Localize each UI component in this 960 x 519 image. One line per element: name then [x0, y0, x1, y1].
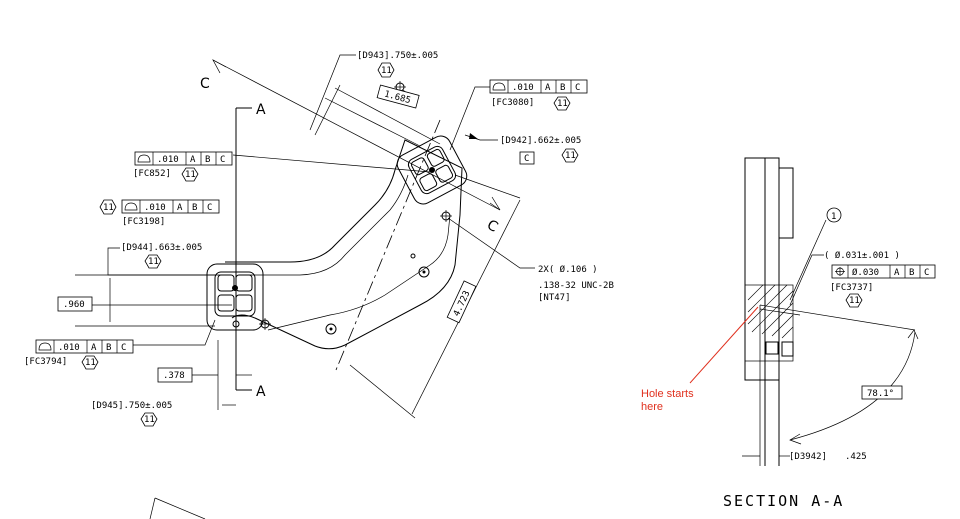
- section-title: SECTION A-A: [723, 492, 844, 510]
- dim-378: .378: [163, 371, 185, 381]
- datum-c-box: [519, 151, 535, 165]
- svg-text:11: 11: [849, 296, 860, 306]
- dim-d944: [D944].663±.005: [121, 243, 202, 253]
- hole-thread: .138-32 UNC-2B: [538, 281, 614, 291]
- partial-line: [154, 497, 206, 519]
- svg-text:C: C: [924, 268, 929, 278]
- hole-note-ref: [NT47]: [538, 293, 571, 303]
- tag-11-fc3198: [99, 199, 117, 215]
- dim-4723-box: 4.723: [446, 280, 477, 324]
- svg-text:B: B: [106, 343, 111, 353]
- svg-text:C: C: [575, 83, 580, 93]
- cut-label-c-bottom: C: [484, 217, 501, 236]
- dim-378-box: [157, 367, 193, 383]
- cut-line-c: [212, 59, 501, 211]
- threaded-hole-upper: [440, 210, 452, 222]
- note-arrow: [689, 306, 759, 384]
- fc3080-ref: [FC3080]: [491, 98, 534, 108]
- cut-line-a: [235, 107, 252, 391]
- cut-label-a-top: A: [256, 102, 266, 118]
- svg-text:A: A: [190, 155, 196, 165]
- upper-boss: [396, 135, 468, 205]
- relief-hole-3: [410, 253, 416, 259]
- upper-pin-point: [429, 167, 435, 173]
- fc3794-ref: [FC3794]: [24, 357, 67, 367]
- lower-small-hole: [232, 320, 240, 328]
- svg-text:A: A: [545, 83, 551, 93]
- note-line1: Hole starts: [641, 388, 694, 400]
- datum-c: C: [524, 154, 529, 164]
- svg-text:11: 11: [144, 415, 155, 425]
- tag-11-d942: [561, 148, 579, 163]
- dim-1685-box: 1.685: [376, 84, 420, 109]
- svg-text:.010: .010: [144, 203, 166, 213]
- relief-hole-2: [325, 323, 337, 335]
- fc3737-ref: [FC3737]: [830, 283, 873, 293]
- svg-text:B: B: [205, 155, 210, 165]
- tag-11-d943: [377, 62, 395, 78]
- dim-d943: [D943].750±.005: [357, 51, 438, 61]
- hole-qty: 2X( Ø.106 ): [538, 264, 598, 275]
- dim-d942: [D942].662±.005: [500, 136, 581, 146]
- svg-text:11: 11: [565, 151, 576, 161]
- fc3198-ref: [FC3198]: [122, 217, 165, 227]
- angle-dim: 78.1°: [867, 389, 894, 399]
- lower-boss: [206, 263, 264, 331]
- svg-text:C: C: [220, 155, 225, 165]
- svg-text:A: A: [894, 268, 900, 278]
- fcf-fc852: .010 A B C: [134, 151, 233, 166]
- svg-text:11: 11: [103, 203, 114, 213]
- svg-text:11: 11: [557, 99, 568, 109]
- dim-d3942-val: .425: [845, 452, 867, 462]
- dimension-lines: [75, 54, 535, 419]
- svg-text:11: 11: [185, 170, 196, 180]
- dim-d3942: [D3942]: [789, 452, 827, 462]
- svg-text:B: B: [192, 203, 197, 213]
- svg-text:11: 11: [85, 358, 96, 368]
- part-outline: [225, 139, 463, 350]
- fcf-fc3794: .010 A B C: [35, 339, 134, 354]
- svg-text:Ø.030: Ø.030: [852, 267, 879, 278]
- svg-text:11: 11: [148, 257, 159, 267]
- angle-box: [861, 385, 903, 400]
- note-line2: here: [641, 401, 663, 413]
- fcf-fc3080: .010 A B C: [489, 79, 588, 94]
- fc3080-tol: .010: [512, 83, 534, 93]
- cut-label-c-top: C: [200, 76, 210, 92]
- tag-11-d943-text: 11: [381, 66, 392, 76]
- threaded-hole-lower: [259, 318, 271, 330]
- dim-960-box: [57, 296, 93, 312]
- svg-text:B: B: [560, 83, 565, 93]
- tag-11-d945: [140, 412, 158, 427]
- svg-text:A: A: [91, 343, 97, 353]
- dim-d945: [D945].750±.005: [91, 401, 172, 411]
- svg-text:.010: .010: [157, 155, 179, 165]
- dim-960: .960: [63, 300, 85, 310]
- svg-text:A: A: [177, 203, 183, 213]
- tag-11-d944: [144, 254, 162, 269]
- pin-dim: ( Ø.031±.001 ): [824, 250, 900, 261]
- centerline: [335, 119, 441, 371]
- svg-text:B: B: [909, 268, 914, 278]
- fcf-fc3737: Ø.030 A B C: [831, 264, 936, 279]
- relief-hole-1: [418, 266, 430, 278]
- tag-11-fc3737: [845, 293, 863, 308]
- svg-text:C: C: [121, 343, 126, 353]
- svg-text:C: C: [207, 203, 212, 213]
- fc852-ref: [FC852]: [133, 169, 171, 179]
- tag-11-fc3794: [81, 355, 99, 370]
- section-view: [742, 157, 919, 466]
- cut-label-a-bottom: A: [256, 384, 266, 400]
- svg-text:.010: .010: [58, 343, 80, 353]
- section-balloon-text: 1: [831, 212, 836, 222]
- fcf-fc3198: .010 A B C: [121, 199, 220, 214]
- section-balloon: [826, 207, 842, 223]
- lower-pin-point: [232, 285, 238, 291]
- tag-11-fc3080: [553, 96, 571, 111]
- tag-11-fc852: [181, 167, 199, 182]
